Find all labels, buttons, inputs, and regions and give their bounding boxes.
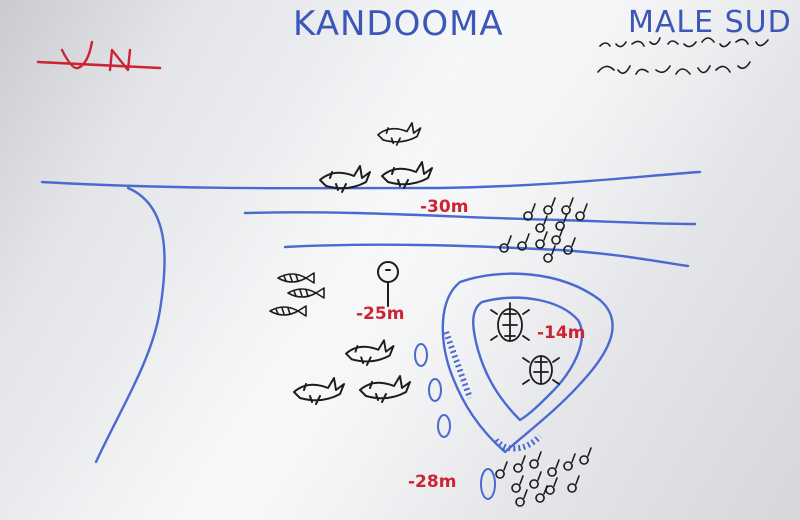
small-fish-icon [561, 197, 574, 215]
striped-fish-icon [287, 287, 325, 299]
small-fish-icon [555, 213, 568, 231]
small-fish-icon [563, 453, 576, 471]
shark-icon [345, 339, 395, 366]
shark-icon [377, 122, 422, 146]
fish-schools [495, 197, 592, 507]
small-fish-icon [515, 489, 528, 507]
site-title: KANDOOMA [293, 4, 504, 44]
striped-fish-icon [277, 272, 315, 284]
small-fish-icon [563, 237, 576, 255]
north-arrow-icon [36, 40, 162, 72]
striped-fish-icon [269, 305, 307, 317]
depth-label-shelf: -30m [420, 197, 468, 217]
shark-group [293, 122, 433, 405]
shark-icon [293, 377, 345, 405]
small-fish-icon [575, 203, 588, 221]
small-fish-icon [543, 197, 556, 215]
depth-label-fish: -25m [356, 304, 404, 324]
small-fish-icon [511, 475, 524, 493]
region-label: MALE SUD [628, 5, 792, 40]
turtle-icon [522, 355, 560, 385]
shark-icon [319, 165, 371, 193]
thila-outline [441, 272, 614, 454]
small-fish-icon [535, 485, 548, 503]
small-fish-icon [567, 475, 580, 493]
depth-label-bottom: -28m [408, 472, 456, 492]
small-fish-icon [535, 215, 548, 233]
dhivehi-script [597, 37, 769, 75]
shark-icon [381, 161, 433, 189]
small-fish-icon [529, 471, 542, 489]
small-fish-icon [547, 459, 560, 477]
striped-fish-group [269, 272, 325, 317]
small-fish-icon [499, 235, 512, 253]
turtle-icon [490, 302, 530, 342]
small-fish-icon [529, 451, 542, 469]
small-fish-icon [579, 447, 592, 465]
small-fish-icon [535, 231, 548, 249]
small-fish-icon [523, 203, 536, 221]
small-fish-icon [517, 233, 530, 251]
depth-label-thila: -14m [537, 323, 585, 343]
diver-icon [377, 261, 399, 307]
small-fish-icon [551, 227, 564, 245]
coral-blocks [414, 343, 496, 500]
small-fish-icon [495, 461, 508, 479]
small-fish-icon [543, 245, 556, 263]
small-fish-icon [513, 455, 526, 473]
shark-icon [359, 375, 411, 403]
